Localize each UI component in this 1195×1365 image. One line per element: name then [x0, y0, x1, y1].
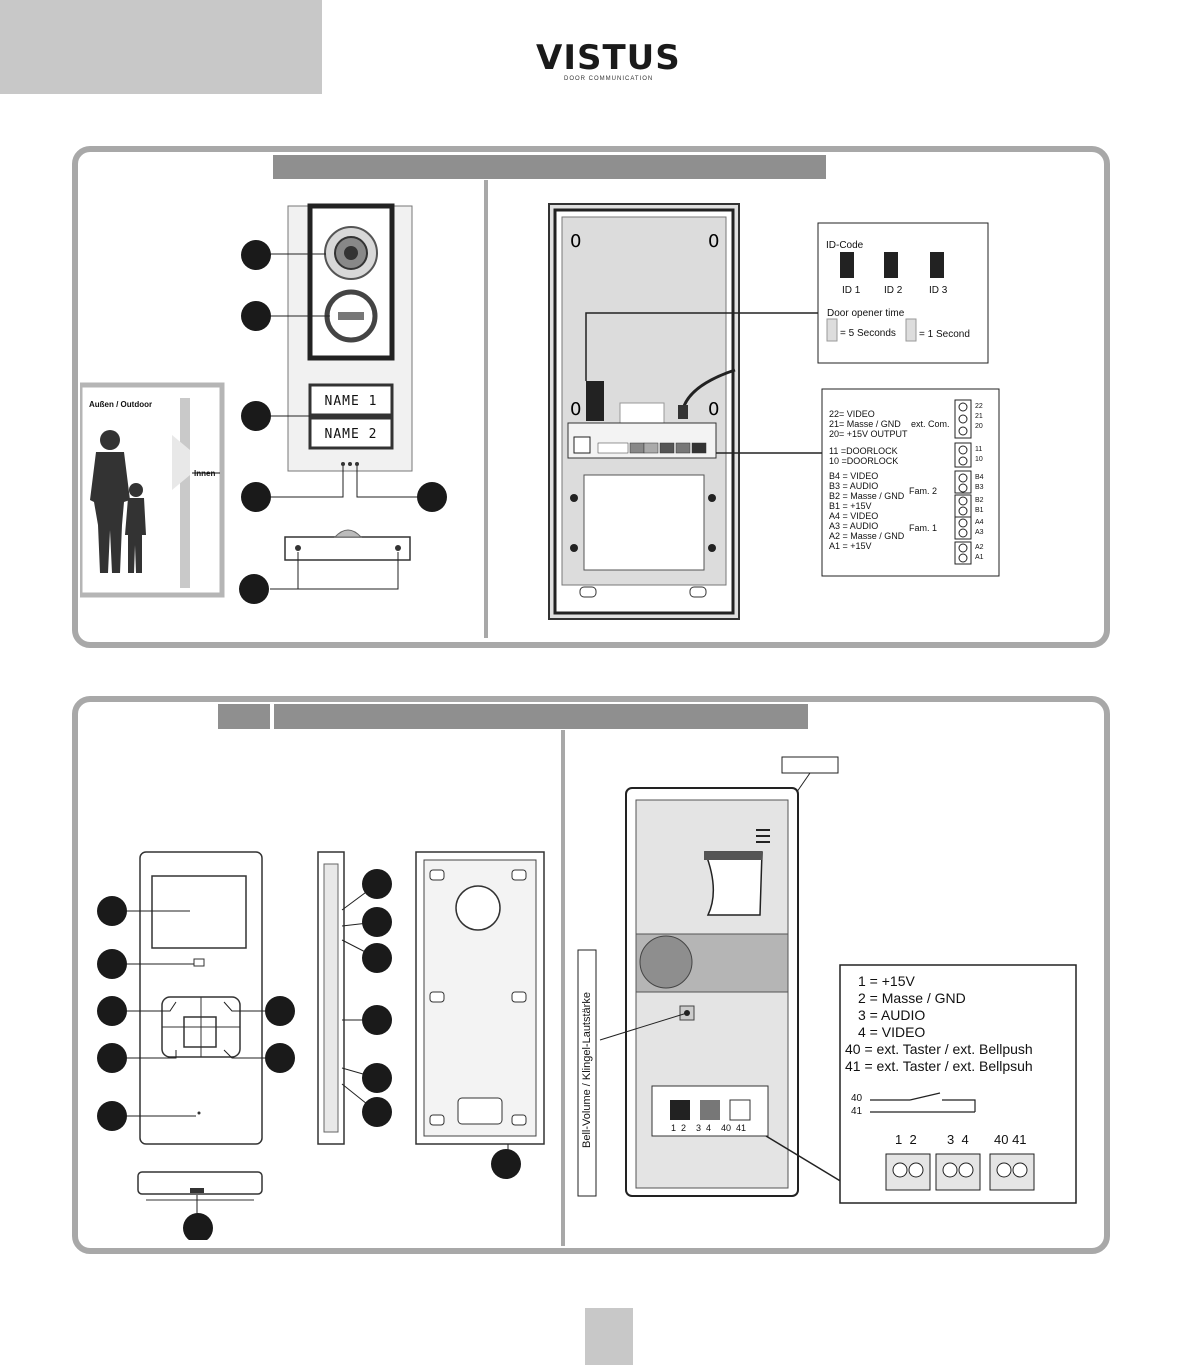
indoor-header-bar — [274, 704, 808, 729]
door-opener-title: Door opener time — [827, 308, 905, 319]
terminal-label-1-2: 1 2 — [895, 1132, 917, 1147]
svg-text:0: 0 — [708, 231, 719, 252]
id-code-title: ID-Code — [826, 240, 864, 251]
door-opener-5s: = 5 Seconds — [840, 328, 896, 339]
pin-label: A1 — [975, 554, 984, 561]
pin-labels-a: 22 21 20 — [975, 402, 983, 432]
legend-line: 1 = +15V — [858, 973, 915, 989]
terminal-line: 21= Masse / GND — [829, 419, 901, 429]
wire-41-label: 41 — [851, 1106, 863, 1117]
outdoor-header-bar — [273, 155, 826, 179]
indoor-wiring-diagram — [577, 756, 1077, 1204]
pin-label: 11 — [975, 446, 983, 453]
brand-logo: VISTUS DOOR COMMUNICATION — [536, 38, 681, 90]
terminal-group-doorlock: 11 =DOORLOCK 10 =DOORLOCK — [829, 446, 898, 466]
pin-label: 21 — [975, 413, 983, 420]
legend-line: 4 = VIDEO — [858, 1024, 926, 1040]
indoor-header-tab — [218, 704, 270, 729]
indoor-monitor-diagram — [97, 851, 545, 1240]
legend-line: 2 = Masse / GND — [858, 990, 966, 1006]
id-code-3: ID 3 — [929, 285, 948, 296]
wire-40-label: 40 — [851, 1093, 863, 1104]
corner-block — [0, 0, 322, 94]
pin-label: 10 — [975, 456, 983, 463]
logo-text: VISTUS — [536, 38, 681, 78]
pin-labels-e: A4 A3 — [975, 518, 984, 538]
legend-line: 3 = AUDIO — [858, 1007, 926, 1023]
pin-label: B4 — [975, 474, 984, 481]
pin-labels-f: A2 A1 — [975, 543, 984, 563]
pin-label: 22 — [975, 403, 983, 410]
board-terminal-labels: 1 2 3 4 40 41 — [671, 1123, 747, 1133]
terminal-line: 11 =DOORLOCK — [829, 446, 898, 456]
terminal-line: A3 = AUDIO — [829, 521, 879, 531]
name-plate-1: NAME 1 — [324, 394, 378, 409]
pin-label: B2 — [975, 497, 984, 504]
scene-indoor-label: Innen — [194, 469, 216, 478]
outdoor-divider — [484, 180, 488, 638]
outdoor-station-back-diagram: 0 0 0 0 — [548, 203, 1000, 620]
svg-text:0: 0 — [570, 399, 581, 420]
pin-label: A4 — [975, 519, 984, 526]
pin-labels-c: B4 B3 — [975, 473, 984, 493]
terminal-group-fam2: B4 = VIDEO B3 = AUDIO B2 = Masse / GND B… — [829, 471, 904, 511]
id-code-1: ID 1 — [842, 285, 861, 296]
svg-text:0: 0 — [708, 399, 719, 420]
indoor-divider — [561, 730, 565, 1246]
name-plate-2: NAME 2 — [324, 427, 378, 442]
terminal-line: B1 = +15V — [829, 501, 872, 511]
outdoor-station-front-diagram — [80, 203, 447, 604]
scene-outdoor-label: Außen / Outdoor — [89, 400, 153, 409]
pin-labels-b: 11 10 — [975, 445, 983, 465]
legend-line: 41 = ext. Taster / ext. Bellpsuh — [845, 1058, 1033, 1074]
pin-label: A2 — [975, 544, 984, 551]
id-code-2: ID 2 — [884, 285, 903, 296]
pin-label: B1 — [975, 507, 984, 514]
pin-labels-d: B2 B1 — [975, 496, 984, 516]
terminal-line: 22= VIDEO — [829, 409, 875, 419]
indoor-terminal-legend: 1 = +15V 2 = Masse / GND 3 = AUDIO 4 = V… — [845, 973, 1033, 1075]
legend-line: 40 = ext. Taster / ext. Bellpush — [845, 1041, 1033, 1057]
terminal-label-3-4: 3 4 — [947, 1132, 969, 1147]
terminal-group-ext-com: 22= VIDEO 21= Masse / GND 20= +15V OUTPU… — [829, 409, 908, 439]
logo-tagline: DOOR COMMUNICATION — [564, 76, 654, 82]
door-opener-1s: = 1 Second — [919, 329, 970, 340]
terminal-line: 10 =DOORLOCK — [829, 456, 899, 466]
terminal-group-fam1: A4 = VIDEO A3 = AUDIO A2 = Masse / GND A… — [829, 511, 904, 551]
terminal-line: B2 = Masse / GND — [829, 491, 905, 501]
svg-text:0: 0 — [570, 231, 581, 252]
pin-label: B3 — [975, 484, 984, 491]
terminal-line: A1 = +15V — [829, 541, 872, 551]
bell-volume-label: Bell-Volume / Klingel-Lautstärke — [581, 992, 593, 1148]
brace-fam2: Fam. 2 — [909, 486, 938, 496]
brace-fam1: Fam. 1 — [909, 523, 938, 533]
terminal-line: B3 = AUDIO — [829, 481, 879, 491]
terminal-line: 20= +15V OUTPUT — [829, 429, 908, 439]
pin-label: 20 — [975, 423, 983, 430]
terminal-label-40-41: 40 41 — [994, 1132, 1027, 1147]
terminal-line: A2 = Masse / GND — [829, 531, 905, 541]
terminal-line: B4 = VIDEO — [829, 471, 879, 481]
brace-ext-com: ext. Com. — [911, 419, 950, 429]
page-number-box — [585, 1308, 633, 1365]
terminal-line: A4 = VIDEO — [829, 511, 879, 521]
pin-label: A3 — [975, 529, 984, 536]
